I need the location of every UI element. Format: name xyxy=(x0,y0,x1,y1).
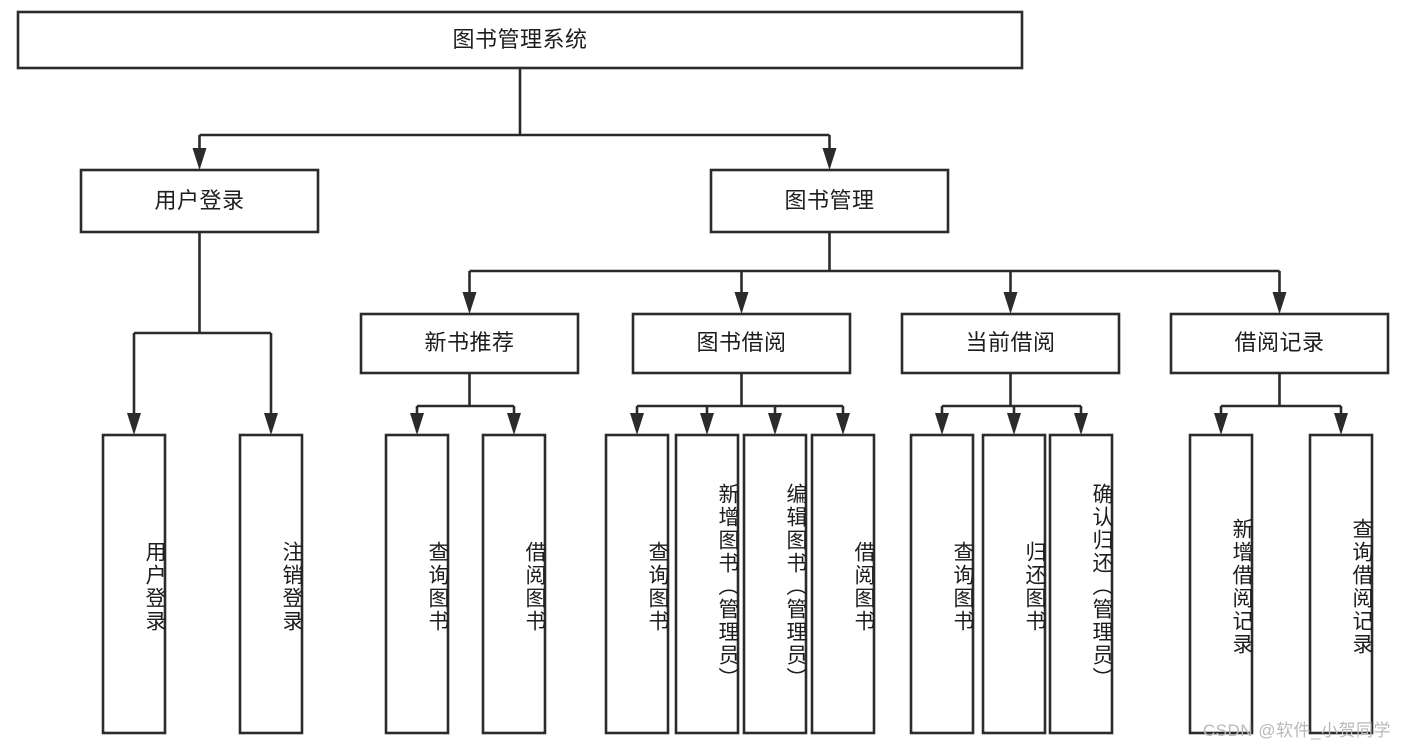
arrow-head-icon-group-0-0 xyxy=(127,413,141,435)
node-level2-box-0[interactable] xyxy=(79,168,320,234)
arrow-head-icon-group-3-0 xyxy=(935,413,949,435)
node-level3-box-1[interactable] xyxy=(631,312,852,375)
node-leaf-box-1[interactable] xyxy=(238,433,304,735)
arrow-head-icon-mgmt-1 xyxy=(734,292,749,314)
arrow-head-icon-root-1 xyxy=(822,148,837,170)
arrow-head-icon-group-4-1 xyxy=(1334,413,1348,435)
node-leaf-box-4[interactable] xyxy=(604,433,670,735)
node-leaf-box-6[interactable] xyxy=(742,433,808,735)
arrow-head-icon-mgmt-3 xyxy=(1272,292,1287,314)
arrow-head-icon-group-4-0 xyxy=(1214,413,1228,435)
node-level3-box-3[interactable] xyxy=(1169,312,1390,375)
arrow-head-icon-group-2-3 xyxy=(836,413,850,435)
node-leaf-box-9[interactable] xyxy=(981,433,1047,735)
arrow-head-icon-group-3-2 xyxy=(1074,413,1088,435)
node-level3-box-2[interactable] xyxy=(900,312,1121,375)
arrow-head-icon-group-1-1 xyxy=(507,413,521,435)
node-leaf-box-0[interactable] xyxy=(101,433,167,735)
node-root-box[interactable] xyxy=(16,10,1024,70)
node-leaf-box-7[interactable] xyxy=(810,433,876,735)
node-leaf-box-10[interactable] xyxy=(1048,433,1114,735)
node-level2-box-1[interactable] xyxy=(709,168,950,234)
arrow-head-icon-group-2-0 xyxy=(630,413,644,435)
arrow-head-icon-mgmt-0 xyxy=(462,292,477,314)
arrow-head-icon-group-3-1 xyxy=(1007,413,1021,435)
connector-layer xyxy=(127,68,1348,435)
arrow-head-icon-group-2-1 xyxy=(700,413,714,435)
watermark-text: CSDN @软件_小贺同学 xyxy=(1202,721,1391,740)
node-level3-box-0[interactable] xyxy=(359,312,580,375)
node-box-layer xyxy=(16,10,1390,735)
node-leaf-box-8[interactable] xyxy=(909,433,975,735)
arrow-head-icon-root-0 xyxy=(192,148,207,170)
node-leaf-box-2[interactable] xyxy=(384,433,450,735)
arrow-head-icon-group-0-1 xyxy=(264,413,278,435)
arrow-head-icon-mgmt-2 xyxy=(1003,292,1018,314)
node-leaf-box-3[interactable] xyxy=(481,433,547,735)
node-leaf-box-12[interactable] xyxy=(1308,433,1374,735)
node-leaf-box-5[interactable] xyxy=(674,433,740,735)
node-leaf-box-11[interactable] xyxy=(1188,433,1254,735)
arrow-head-icon-group-1-0 xyxy=(410,413,424,435)
arrow-head-icon-group-2-2 xyxy=(768,413,782,435)
